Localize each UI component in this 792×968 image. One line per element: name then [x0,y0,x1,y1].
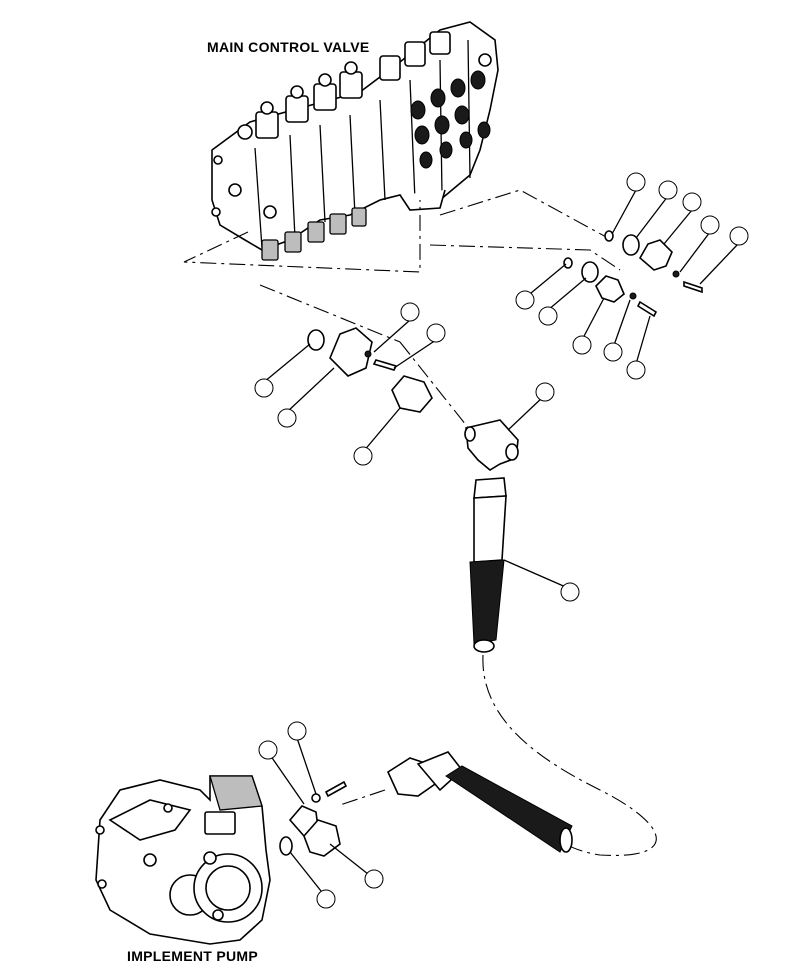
o-ring-large-b [581,261,599,283]
valve-ports [410,53,492,169]
implement-pump [95,775,271,945]
callout-balloon [603,342,623,362]
callout-balloon [538,306,558,326]
upper-flange-set [563,230,703,318]
bolt-c [372,359,398,371]
callout-balloon [535,382,555,402]
hose-body-lower [445,765,573,853]
bolt-a [683,280,703,294]
flange-half-e [303,819,341,857]
middle-flange-set [307,327,519,471]
o-ring-small-a [604,230,614,242]
callout-balloon [400,302,420,322]
bolt-b [636,300,658,318]
lower-hose [386,751,573,853]
callout-balloon [316,889,336,909]
callout-balloon [287,721,307,741]
hose-body-upper [469,559,505,645]
callout-balloon [560,582,580,602]
valve-lower-fittings [211,155,446,261]
flange-c [329,327,373,377]
callout-balloon [626,360,646,380]
callout-balloon [353,446,373,466]
o-ring-large-a [622,234,640,256]
callout-balloon [254,378,274,398]
o-ring-d [279,836,293,856]
callout-balloon [258,740,278,760]
flange-half-b [595,275,625,303]
bolt-d [324,780,348,798]
callout-balloon [572,335,592,355]
callout-balloon [700,215,720,235]
callouts [254,172,749,909]
callout-balloon [729,226,749,246]
tee-fitting [465,419,519,471]
implement-pump-label: IMPLEMENT PUMP [127,948,258,964]
valve-caps [237,31,451,140]
callout-balloon [626,172,646,192]
callout-balloon [682,192,702,212]
callout-balloon [515,290,535,310]
adapter-nut [391,375,433,413]
main-control-valve [211,21,499,261]
callout-balloon [277,408,297,428]
callout-balloon [658,180,678,200]
connection-lines [183,189,657,857]
o-ring-small-b [563,257,573,269]
main-control-valve-label: MAIN CONTROL VALVE [207,39,370,55]
callout-balloon [364,869,384,889]
callout-balloon [426,323,446,343]
upper-hose [469,477,507,653]
flange-half-a [638,239,673,271]
o-ring-c [307,329,325,351]
pump-flange-set [279,780,348,857]
